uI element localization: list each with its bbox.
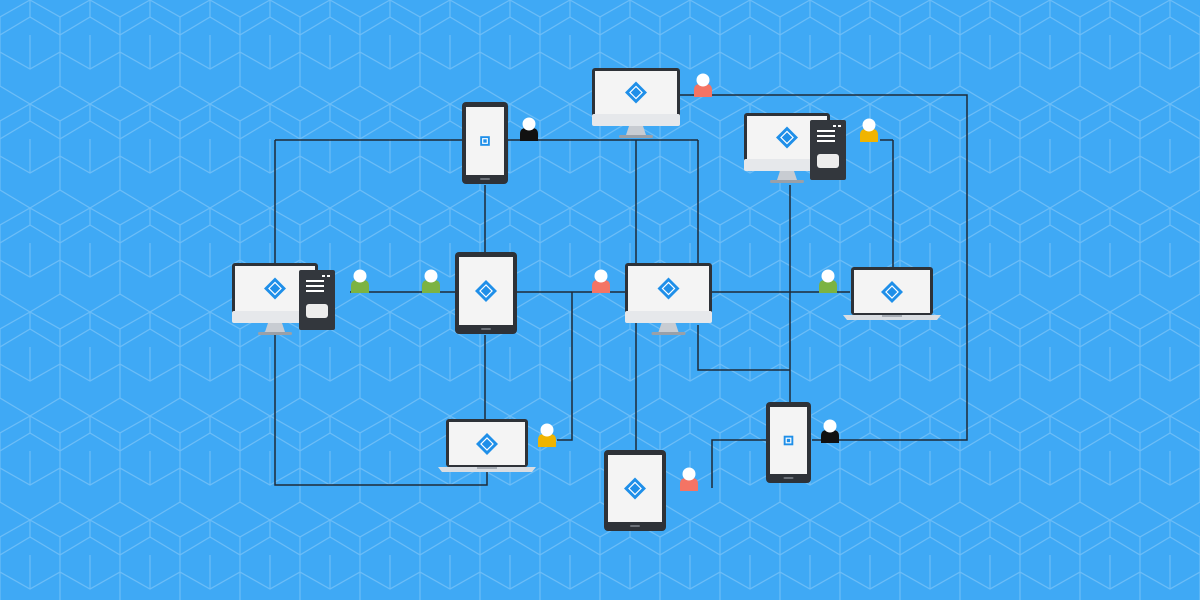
server-led <box>327 275 330 277</box>
user-left-a-person-icon <box>351 269 369 293</box>
network-nodes <box>232 68 941 531</box>
person-head <box>682 467 696 481</box>
server-tower <box>810 120 846 180</box>
user-tablet-bottom-person-icon <box>680 467 698 491</box>
monitor-server-right <box>744 113 846 183</box>
square-icon <box>783 435 794 446</box>
user-top-person-icon <box>694 73 712 97</box>
user-laptop-bottom-person-icon <box>538 423 556 447</box>
person-head <box>821 269 835 283</box>
tablet-upper <box>462 102 508 184</box>
monitor-server-left <box>232 263 335 335</box>
monitor-chin <box>592 114 680 126</box>
person-head <box>594 269 608 283</box>
person-head <box>353 269 367 283</box>
monitor-chin <box>625 311 712 323</box>
wire-9 <box>680 94 968 441</box>
person-body <box>680 478 698 491</box>
phone-lower <box>766 402 811 483</box>
server-drive <box>817 154 839 168</box>
laptop-notch <box>477 467 497 469</box>
person-body <box>538 434 556 447</box>
diamond-icon <box>624 477 646 500</box>
person-head <box>522 117 536 131</box>
server-vent-line <box>817 135 835 137</box>
person-body <box>351 280 369 293</box>
person-body <box>520 128 538 141</box>
server-vent-line <box>306 290 324 292</box>
person-head <box>823 419 837 433</box>
diamond-icon <box>657 277 680 300</box>
tablet-center <box>455 252 517 334</box>
person-head <box>540 423 554 437</box>
monitor-chin <box>232 311 318 323</box>
laptop-base <box>843 315 941 320</box>
person-body <box>821 430 839 443</box>
user-left-b-person-icon <box>422 269 440 293</box>
person-head <box>424 269 438 283</box>
user-tablet-upper-person-icon <box>520 117 538 141</box>
diamond-icon <box>264 277 286 300</box>
wire-13 <box>274 335 488 486</box>
server-vent-line <box>817 130 835 132</box>
server-drive <box>306 304 328 318</box>
monitor-neck <box>626 126 646 135</box>
laptop-base <box>438 467 536 472</box>
wire-11 <box>557 292 573 441</box>
wire-15 <box>697 325 790 371</box>
user-center-person-icon <box>592 269 610 293</box>
tablet-home-button <box>481 328 491 330</box>
diamond-icon <box>475 280 497 302</box>
monitor-chin <box>744 159 830 171</box>
monitor-center <box>625 263 712 335</box>
server-led <box>838 125 841 127</box>
server-tower <box>299 270 335 330</box>
monitor-foot <box>770 180 804 183</box>
monitor-foot <box>258 332 292 335</box>
user-right-person-icon <box>819 269 837 293</box>
person-body <box>422 280 440 293</box>
server-vent-line <box>817 140 835 142</box>
person-head <box>862 118 876 132</box>
square-icon <box>480 136 490 146</box>
monitor-neck <box>658 323 679 332</box>
tablet-home-button <box>630 525 640 527</box>
tablet-home-button <box>783 477 794 479</box>
laptop-notch <box>882 315 902 317</box>
monitor-neck <box>777 171 797 180</box>
tablet-bottom <box>604 450 666 531</box>
monitor-neck <box>265 323 285 332</box>
server-vent-line <box>306 280 324 282</box>
user-server-right-person-icon <box>860 118 878 142</box>
laptop-right <box>843 267 941 320</box>
monitor-top <box>592 68 680 138</box>
diamond-icon <box>881 281 903 303</box>
server-led <box>322 275 325 277</box>
wire-18 <box>711 439 766 488</box>
person-head <box>696 73 710 87</box>
person-body <box>860 129 878 142</box>
diamond-icon <box>776 126 798 149</box>
laptop-bottom <box>438 419 536 472</box>
person-body <box>819 280 837 293</box>
diamond-icon <box>476 433 498 455</box>
person-body <box>694 84 712 97</box>
person-body <box>592 280 610 293</box>
user-phone-lower-person-icon <box>821 419 839 443</box>
server-led <box>833 125 836 127</box>
monitor-foot <box>619 135 653 138</box>
tablet-home-button <box>480 178 490 180</box>
diamond-icon <box>625 81 647 104</box>
server-vent-line <box>306 285 324 287</box>
monitor-foot <box>651 332 686 335</box>
